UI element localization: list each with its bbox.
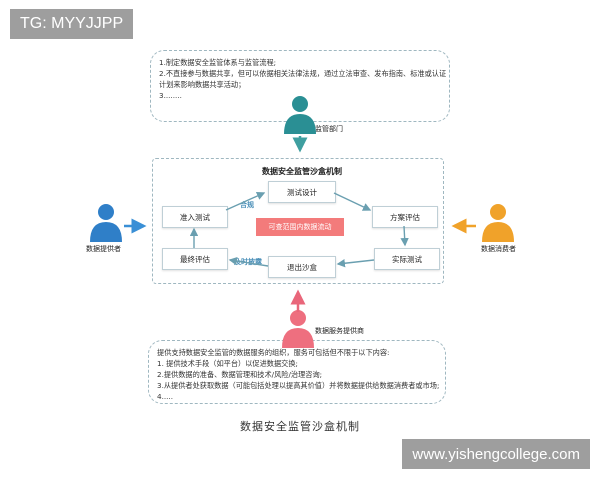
figure-caption: 数据安全监管沙盒机制 — [240, 420, 360, 433]
service-provider-note: 提供支持数据安全监管的数据服务的组织，服务可包括但不限于以下内容: 1. 提供技… — [148, 340, 446, 404]
role-label-service: 数据服务提供商 — [315, 327, 364, 335]
node-test-design: 测试设计 — [268, 181, 336, 203]
note-line: 3.从提供者处获取数据（可能包括处理以提高其价值）并将数据提供给数据消费者或市场… — [157, 381, 440, 390]
sandbox-title: 数据安全监管沙盒机制 — [262, 167, 342, 176]
note-line: 计划来影响数据共享活动； — [159, 80, 246, 89]
note-line: 1.制定数据安全监管体系与监管流程; — [159, 58, 277, 67]
cycle-arrows — [189, 192, 409, 268]
note-line: 4..... — [157, 392, 173, 401]
node-admit-test: 准入测试 — [162, 206, 228, 228]
provider-person-icon — [90, 204, 122, 242]
note-line: 2.提供数据的准备、数据管理和技术/风险/治理咨询; — [157, 370, 323, 379]
data-flow-banner: 可查范围内数据流动 — [256, 218, 344, 236]
role-label-consumer: 数据消费者 — [481, 245, 516, 253]
watermark-top-left: TG: MYYJJPP — [10, 9, 134, 39]
edge-label-timely-feedback: 及时披露 — [234, 258, 262, 266]
role-label-regulator: 监管部门 — [315, 125, 343, 133]
note-line: 1. 提供技术手段（如平台）以促进数据交换; — [157, 359, 298, 368]
edge-label-compliant: 合规 — [240, 201, 254, 209]
node-exit-sandbox: 退出沙盒 — [268, 256, 336, 278]
note-line: 提供支持数据安全监管的数据服务的组织，服务可包括但不限于以下内容: — [157, 348, 390, 357]
role-label-provider: 数据提供者 — [86, 245, 121, 253]
service-person-icon — [282, 310, 314, 348]
node-final-eval: 最终评估 — [162, 248, 228, 270]
consumer-person-icon — [482, 204, 514, 242]
node-plan-eval: 方案评估 — [372, 206, 438, 228]
watermark-bottom-right: www.yishengcollege.com — [402, 439, 590, 469]
note-line: 2.不直接参与数据共享，但可以依据相关法律法规，通过立法审查、发布指南、标准或认… — [159, 69, 447, 78]
node-actual-test: 实际测试 — [374, 248, 440, 270]
note-line: 3........ — [159, 91, 182, 100]
regulator-person-icon — [284, 96, 316, 134]
